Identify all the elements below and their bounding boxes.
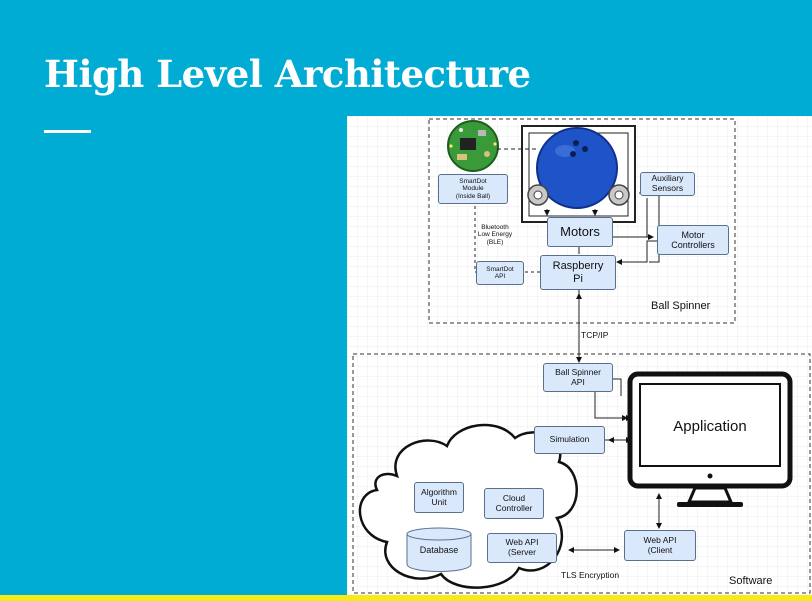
database-cylinder-icon: [406, 527, 472, 572]
simulation-node: Simulation: [534, 426, 605, 454]
right-wheel-icon: [608, 184, 630, 206]
ball-spinner-api-node: Ball Spinner API: [543, 363, 613, 392]
title-underline: [44, 130, 91, 133]
smartdot-api-node: SmartDot API: [476, 261, 524, 285]
left-wheel-icon: [527, 184, 549, 206]
bowling-ball-icon: [536, 127, 618, 209]
ble-edge-label: Bluetooth Low Energy (BLE): [477, 224, 513, 246]
slide-title: High Level Architecture: [44, 52, 531, 96]
auxiliary-sensors-node: Auxiliary Sensors: [640, 172, 695, 196]
monitor-icon: [627, 371, 793, 507]
tcpip-edge-label: TCP/IP: [581, 330, 609, 340]
web-api-client-node: Web API (Client: [624, 530, 696, 561]
application-label: Application: [673, 418, 747, 435]
smartdot-module-node: SmartDot Module (Inside Ball): [438, 174, 508, 204]
web-api-server-node: Web API (Server: [487, 533, 557, 563]
diagram-graphics: [352, 118, 811, 594]
motor-controllers-node: Motor Controllers: [657, 225, 729, 255]
raspberry-pi-node: Raspberry Pi: [540, 255, 616, 290]
cloud-controller-node: Cloud Controller: [484, 488, 544, 519]
software-group-label: Software: [729, 575, 773, 587]
software-group-border: [352, 353, 811, 594]
smartdot-circuit-board-icon: [447, 120, 499, 172]
ball-spinner-group-label: Ball Spinner: [651, 300, 711, 312]
tls-encryption-edge-label: TLS Encryption: [561, 570, 620, 580]
algorithm-unit-node: Algorithm Unit: [414, 482, 464, 513]
database-label: Database: [419, 545, 459, 555]
motors-node: Motors: [547, 217, 613, 247]
ball-spinner-group-border: [428, 118, 736, 324]
footer-accent-bar: [0, 595, 812, 601]
architecture-diagram: SmartDot Module (Inside Ball) Auxiliary …: [347, 116, 812, 595]
